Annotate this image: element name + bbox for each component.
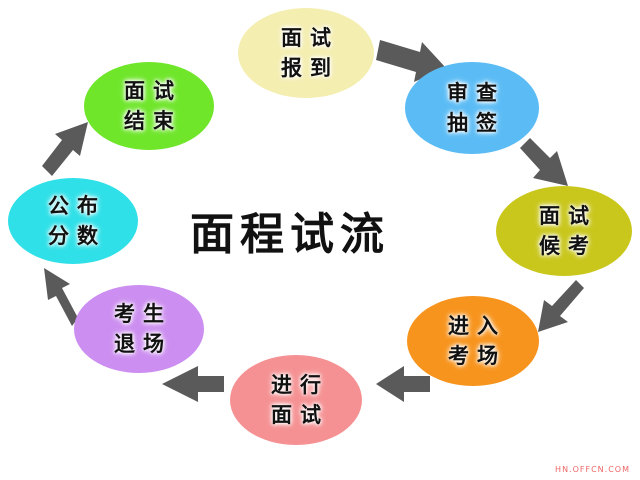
arrow-icon (42, 122, 88, 176)
arrow-icon (520, 138, 568, 186)
watermark: HN.OFFCN.COM (555, 465, 630, 474)
arrow-icon (162, 366, 224, 402)
step-interview-end: 面试 结束 (84, 62, 214, 150)
step-candidate-leaves: 考生 退场 (74, 285, 204, 373)
arrow-icon (44, 268, 78, 326)
step-interview-checkin: 面试 报到 (238, 8, 374, 98)
step-conduct-interview: 进行 面试 (230, 355, 362, 445)
step-review-draw-lots: 审查 抽签 (405, 62, 539, 154)
arrow-icon (538, 280, 584, 332)
step-publish-scores: 公布 分数 (8, 178, 138, 264)
arrow-icon (376, 366, 430, 402)
step-enter-exam-room: 进入 考场 (407, 296, 539, 386)
step-waiting-for-interview: 面试 候考 (496, 186, 632, 276)
diagram-title: 面程试流 (190, 209, 390, 260)
